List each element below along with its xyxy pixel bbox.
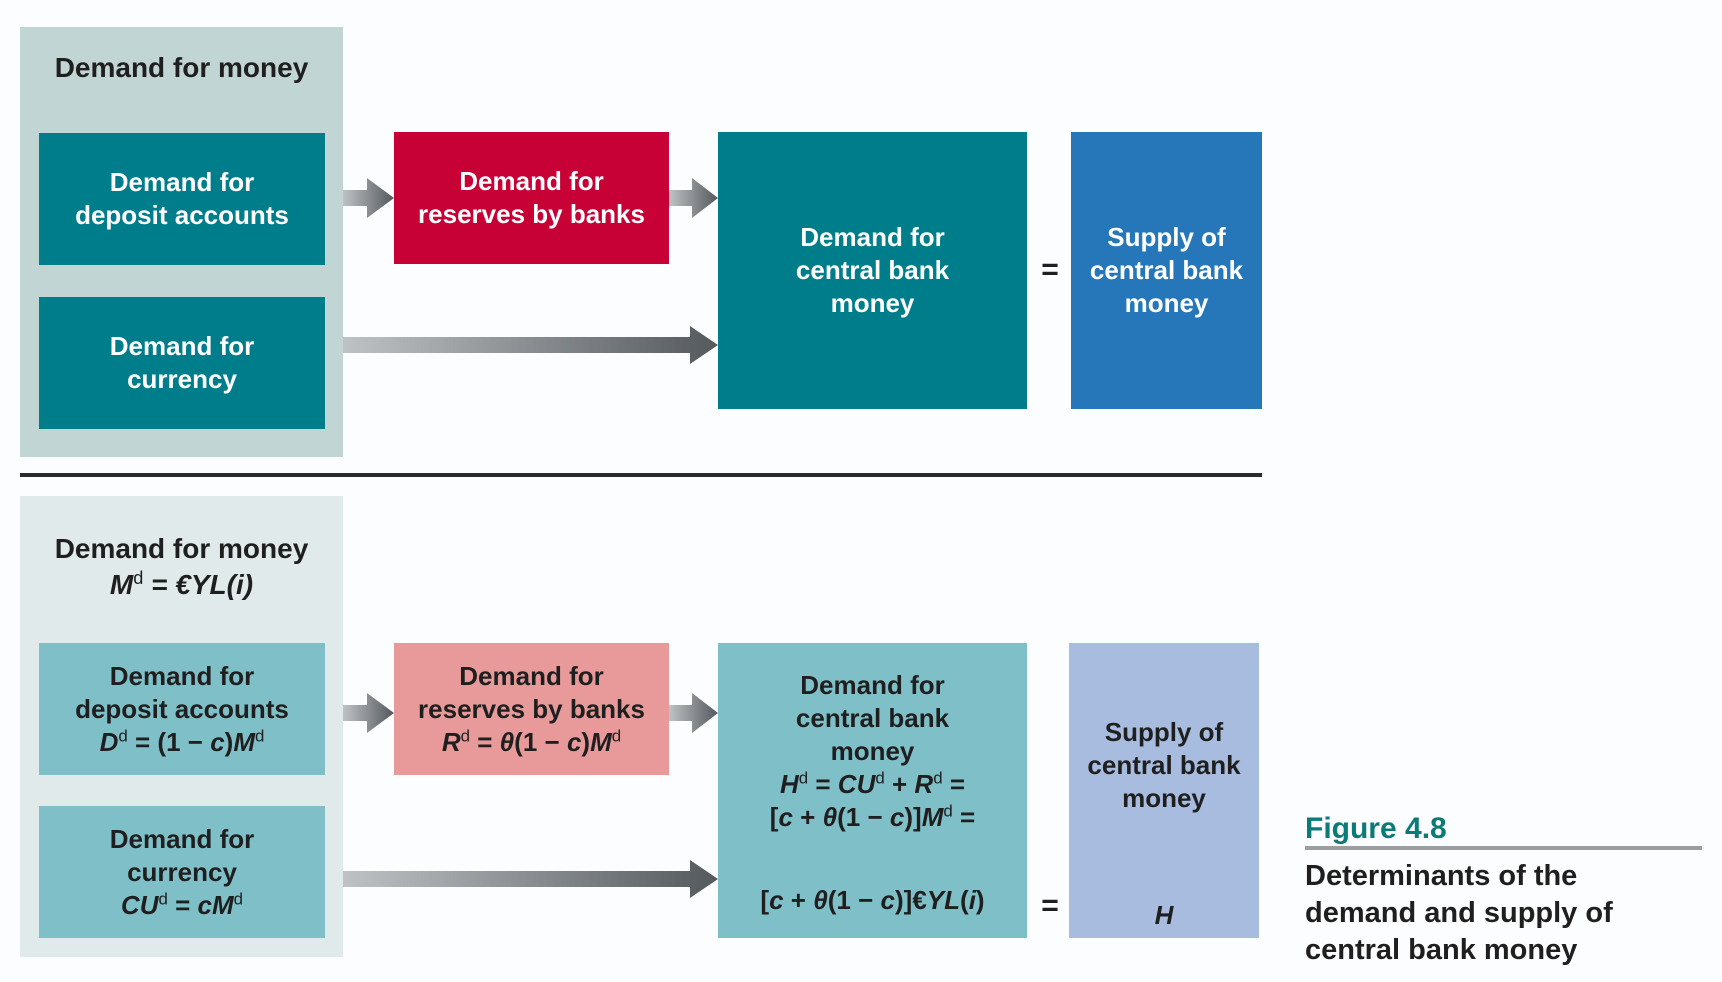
box-line: deposit accounts — [75, 693, 289, 724]
box-line: Supply of — [1107, 222, 1226, 252]
box-line: Supply of — [1104, 717, 1224, 747]
box-line: Demand for — [459, 660, 604, 691]
box-line: reserves by banks — [418, 199, 645, 229]
figure-label: Figure 4.8 — [1305, 812, 1447, 845]
arrow-right-icon — [343, 693, 394, 733]
box-line: currency — [127, 856, 237, 887]
caption-rule — [1305, 846, 1702, 850]
box-line: Demand for — [109, 660, 255, 691]
box-line: central bank — [795, 703, 950, 733]
panel-title: Demand for money — [54, 533, 309, 564]
currency-formula-box: Demand for currency CUd = cMd — [39, 806, 325, 938]
box-line: central bank — [795, 255, 950, 285]
box-line: money — [830, 736, 915, 766]
box-line: Demand for — [109, 331, 255, 361]
box-line: Demand for — [109, 167, 255, 197]
equals-sign: = — [1041, 889, 1059, 922]
hd-formula-line-2: [c + θ(1 − c)]Md = — [769, 801, 976, 832]
box-line: currency — [127, 364, 237, 394]
arrow-right-icon — [669, 693, 718, 733]
deposit-accounts-box: Demand for deposit accounts — [39, 133, 325, 265]
box-line: money — [830, 288, 915, 318]
currency-formula: CUd = cMd — [120, 889, 244, 920]
box-line: Demand for — [800, 670, 945, 700]
supply-symbol: H — [1154, 900, 1174, 930]
arrow-right-icon — [669, 178, 718, 218]
section-divider — [20, 473, 1262, 477]
reserves-formula: Rd = θ(1 − c)Md — [441, 726, 622, 757]
currency-box: Demand for currency — [39, 297, 325, 429]
central-bank-money-demand-box: Demand for central bank money — [718, 132, 1027, 409]
box-line: Demand for — [109, 823, 255, 854]
money-demand-formula: Md = €YL(i) — [109, 568, 254, 600]
box-line: Demand for — [800, 222, 945, 252]
reserves-formula-box: Demand for reserves by banks Rd = θ(1 − … — [394, 643, 669, 775]
hd-formula-line-1: Hd = CUd + Rd = — [779, 768, 966, 799]
caption-line: Determinants of the — [1305, 860, 1578, 892]
box-line: central bank — [1089, 255, 1244, 285]
caption-line: demand and supply of — [1305, 897, 1613, 929]
central-bank-money-supply-box: Supply of central bank money — [1071, 132, 1262, 409]
box-line: money — [1124, 288, 1209, 318]
equals-sign: = — [1041, 253, 1059, 286]
central-bank-money-demand-formula-box: Demand for central bank money Hd = CUd +… — [718, 643, 1027, 938]
deposit-formula: Dd = (1 − c)Md — [99, 726, 265, 757]
box-line: deposit accounts — [75, 200, 289, 230]
central-bank-money-supply-formula-box: Supply of central bank money H — [1069, 643, 1259, 938]
hd-formula-line-3: [c + θ(1 − c)]€YL(i) — [760, 885, 985, 915]
panel-title: Demand for money — [54, 52, 309, 83]
box-line: central bank — [1087, 750, 1241, 780]
box-line: reserves by banks — [418, 693, 645, 724]
deposit-accounts-formula-box: Demand for deposit accounts Dd = (1 − c)… — [39, 643, 325, 775]
caption-line: central bank money — [1305, 934, 1578, 966]
reserves-by-banks-box: Demand for reserves by banks — [394, 132, 669, 264]
figure-title: Determinants of the demand and supply of… — [1305, 858, 1715, 969]
arrow-right-icon — [343, 178, 394, 218]
box-line: money — [1122, 783, 1206, 813]
box-line: Demand for — [459, 166, 604, 196]
arrow-right-icon — [343, 326, 718, 364]
arrow-right-icon — [343, 860, 718, 898]
